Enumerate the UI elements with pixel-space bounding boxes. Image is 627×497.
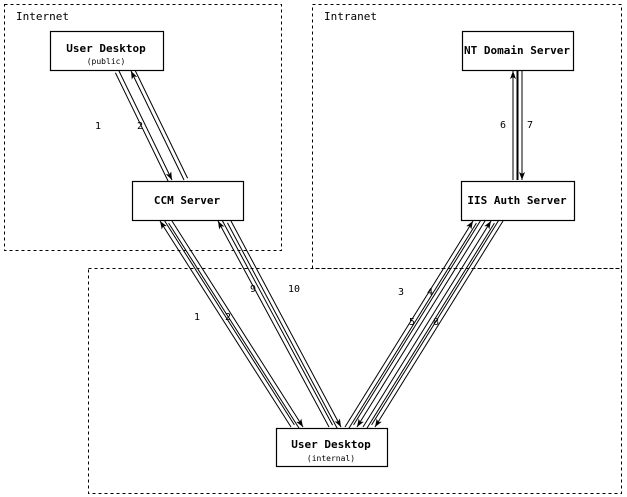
flow-arrow-companion-flow-2-internal	[168, 222, 301, 430]
flow-arrow-flow-10	[230, 220, 342, 428]
flow-label-flow-5: 5	[409, 317, 415, 328]
flow-arrow-flow-2-public	[130, 70, 185, 181]
flow-arrow-companion-flow-10	[227, 222, 338, 430]
flow-flow-2-public: 2	[130, 69, 189, 181]
flow-label-flow-1-internal: 1	[194, 312, 200, 323]
node-title-iis-auth-server: IIS Auth Server	[467, 194, 567, 207]
flow-flow-2-internal: 2	[168, 220, 304, 430]
flow-flow-5: 5	[362, 220, 495, 430]
flow-arrow-flow-9	[217, 220, 330, 428]
flow-flow-1-internal: 1	[159, 218, 295, 428]
flow-label-flow-6: 6	[500, 120, 506, 131]
zone-boundary-internet	[4, 4, 282, 251]
flow-flow-3: 3	[344, 220, 477, 430]
flow-flow-8: 8	[371, 218, 504, 428]
flow-flow-7: 7	[517, 71, 533, 180]
flow-arrow-companion-flow-9	[221, 218, 333, 426]
flow-arrow-companion-flow-5	[365, 222, 495, 430]
flow-arrow-companion-flow-2-public	[134, 69, 189, 179]
flow-arrow-flow-2-internal	[171, 220, 304, 428]
flow-arrow-flow-5	[362, 220, 492, 428]
flow-flow-4: 4	[353, 218, 486, 428]
zone-internet: Internet	[4, 4, 282, 251]
flow-arrow-companion-flow-1-internal	[162, 218, 295, 426]
flow-label-flow-3: 3	[398, 287, 404, 298]
node-title-ccm-server: CCM Server	[154, 194, 221, 207]
zone-label-intranet: Intranet	[324, 10, 377, 23]
node-iis-auth-server[interactable]: IIS Auth Server	[460, 180, 576, 222]
flow-arrow-flow-1-public	[118, 70, 173, 181]
flow-label-flow-8: 8	[433, 317, 439, 328]
flow-arrow-flow-3	[344, 220, 474, 428]
flow-flow-1-public: 1	[95, 70, 173, 182]
flow-label-flow-2-internal: 2	[225, 312, 231, 323]
flow-arrow-flow-4	[356, 220, 486, 428]
flow-label-flow-2-public: 2	[137, 121, 143, 132]
node-subtitle-user-desktop-public: (public)	[87, 57, 126, 66]
node-subtitle-user-desktop-internal: (internal)	[307, 454, 355, 463]
flow-arrow-flow-1-internal	[159, 220, 292, 428]
zones-layer: Internet Intranet	[4, 4, 622, 494]
flow-flow-9: 9	[217, 218, 333, 428]
flows-layer: 1 2 6 7 1 2 9 10 3 4 5 8	[95, 69, 533, 430]
flow-label-flow-4: 4	[427, 287, 433, 298]
node-ccm-server[interactable]: CCM Server	[131, 180, 245, 222]
flow-arrow-flow-8	[374, 220, 504, 428]
flow-label-flow-7: 7	[527, 120, 533, 131]
flow-label-flow-10: 10	[288, 284, 300, 295]
flow-label-flow-9: 9	[250, 284, 256, 295]
zone-boundary-internal-lan	[88, 268, 622, 494]
flow-arrow-companion-flow-3	[347, 222, 477, 430]
flow-flow-6: 6	[500, 71, 518, 180]
node-box-user-desktop-internal[interactable]	[275, 427, 389, 468]
node-user-desktop-internal[interactable]: User Desktop (internal)	[275, 427, 389, 468]
node-box-ccm-server[interactable]	[131, 180, 245, 222]
flow-arrow-companion-flow-8	[371, 218, 501, 426]
node-title-nt-domain-server: NT Domain Server	[464, 44, 570, 57]
node-title-user-desktop-internal: User Desktop	[291, 438, 371, 451]
flow-label-flow-1-public: 1	[95, 121, 101, 132]
node-nt-domain-server[interactable]: NT Domain Server	[461, 30, 575, 72]
nodes-layer: User Desktop (public) CCM Server NT Domain …	[49, 30, 576, 468]
zone-label-internet: Internet	[16, 10, 69, 23]
node-box-nt-domain-server[interactable]	[461, 30, 575, 72]
node-user-desktop-public[interactable]: User Desktop (public)	[49, 30, 165, 72]
zone-internal-lan	[88, 268, 622, 494]
flow-flow-10: 10	[227, 220, 342, 430]
node-title-user-desktop-public: User Desktop	[66, 42, 146, 55]
flow-arrow-companion-flow-4	[353, 218, 483, 426]
node-box-user-desktop-public[interactable]	[49, 30, 165, 72]
flow-arrow-companion-flow-1-public	[114, 72, 169, 182]
node-box-iis-auth-server[interactable]	[460, 180, 576, 222]
